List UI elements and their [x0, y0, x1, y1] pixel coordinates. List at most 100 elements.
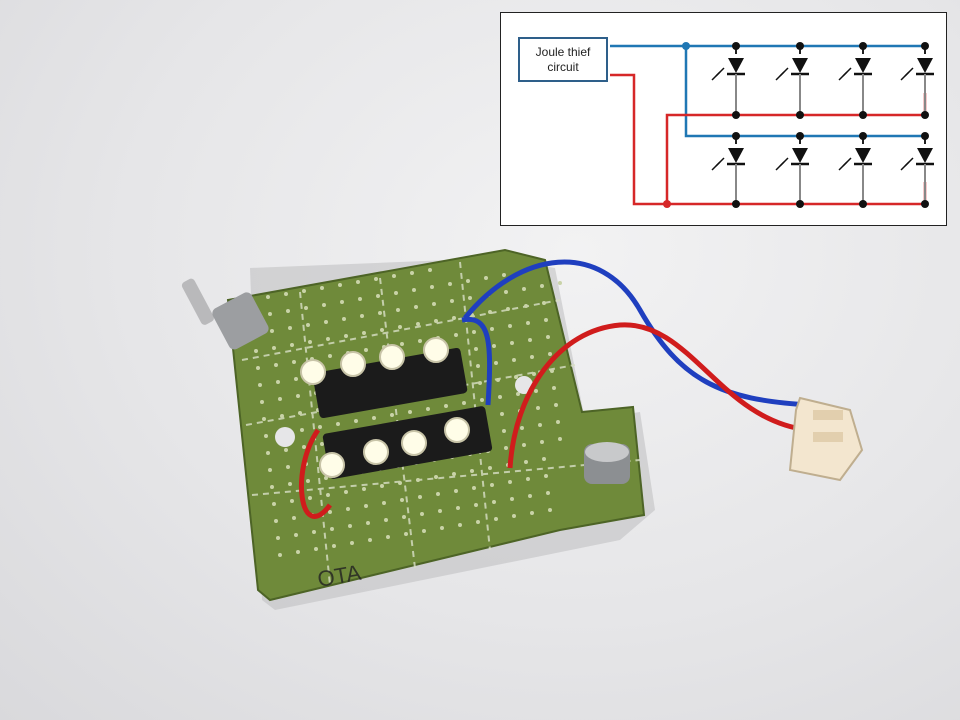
board-hole — [278, 397, 282, 401]
board-hole — [342, 317, 346, 321]
led-row-top — [300, 337, 449, 385]
board-hole — [542, 457, 546, 461]
board-hole — [360, 314, 364, 318]
led-bottom-2-arrow — [775, 161, 785, 171]
board-hole — [452, 472, 456, 476]
board-hole — [434, 475, 438, 479]
board-hole — [284, 448, 288, 452]
board-hole — [400, 342, 404, 346]
board-hole — [494, 517, 498, 521]
board-hole — [492, 500, 496, 504]
board-hole — [530, 355, 534, 359]
board-hole — [276, 536, 280, 540]
board-hole — [540, 440, 544, 444]
board-hole — [472, 330, 476, 334]
board-hole — [280, 414, 284, 418]
board-hole — [344, 334, 348, 338]
board-hole — [558, 437, 562, 441]
board-hole — [526, 477, 530, 481]
board-hole — [366, 521, 370, 525]
board-hole — [396, 308, 400, 312]
board-hole — [474, 347, 478, 351]
board-hole — [498, 395, 502, 399]
board-hole — [404, 532, 408, 536]
board-hole — [384, 518, 388, 522]
board-hole — [528, 338, 532, 342]
board-hole — [306, 479, 310, 483]
board-hole — [472, 486, 476, 490]
node-dot — [921, 111, 929, 119]
node-dot — [796, 42, 804, 50]
board-hole — [266, 295, 270, 299]
board-hole — [480, 398, 484, 402]
blue-jumper — [461, 316, 493, 406]
board-hole — [308, 496, 312, 500]
joule-thief-box: Joule thief circuit — [518, 37, 608, 82]
board-hole — [468, 296, 472, 300]
board-hole — [504, 446, 508, 450]
board-hole — [374, 277, 378, 281]
led-bottom-4-body — [917, 148, 933, 163]
led-bottom-4-arrow — [900, 161, 910, 171]
board-hole — [288, 482, 292, 486]
board-hole — [476, 364, 480, 368]
board-hole — [272, 502, 276, 506]
board-hole — [372, 416, 376, 420]
board-hole — [318, 425, 322, 429]
led-top-2-body — [792, 58, 808, 73]
board-hole — [462, 401, 466, 405]
board-hole — [548, 508, 552, 512]
board-hole — [524, 460, 528, 464]
board-hole — [454, 489, 458, 493]
node-dot — [921, 200, 929, 208]
board-hole — [512, 514, 516, 518]
node-dot — [859, 200, 867, 208]
board-hole — [412, 288, 416, 292]
board-hole — [336, 422, 340, 426]
board-hole — [520, 426, 524, 430]
junction-dot — [663, 200, 671, 208]
board-hole — [522, 287, 526, 291]
board-hole — [492, 344, 496, 348]
board-hole — [474, 503, 478, 507]
board-hole — [378, 311, 382, 315]
metal-standoff-left — [181, 278, 269, 350]
led-bottom-3-arrow — [838, 161, 848, 171]
board-hole — [416, 478, 420, 482]
board-hole — [268, 468, 272, 472]
board-hole — [262, 417, 266, 421]
board-hole — [338, 283, 342, 287]
jt-label-line2: circuit — [547, 59, 579, 74]
wire-connector — [788, 396, 864, 482]
board-hole — [294, 533, 298, 537]
board-hole — [364, 504, 368, 508]
board-hole — [376, 294, 380, 298]
board-hole — [300, 428, 304, 432]
board-hole — [540, 284, 544, 288]
board-hole — [274, 519, 278, 523]
board-hole — [494, 361, 498, 365]
board-hole — [326, 337, 330, 341]
board-hole — [320, 442, 324, 446]
board-hole — [394, 291, 398, 295]
board-hole — [546, 335, 550, 339]
board-hole — [470, 469, 474, 473]
board-hole — [516, 392, 520, 396]
board-hole — [440, 526, 444, 530]
node-dot — [921, 132, 929, 140]
led-bottom-1-body — [728, 148, 744, 163]
led-top-4-arrow — [900, 71, 910, 81]
node-dot — [732, 42, 740, 50]
board-hole — [454, 333, 458, 337]
board-hole — [532, 372, 536, 376]
board-hole — [414, 305, 418, 309]
board-hole — [292, 360, 296, 364]
board-hole — [508, 324, 512, 328]
board-hole — [258, 383, 262, 387]
board-hole — [364, 348, 368, 352]
board-hole — [400, 498, 404, 502]
board-hole — [286, 309, 290, 313]
board-hole — [296, 550, 300, 554]
board-hole — [430, 285, 434, 289]
board-hole — [398, 325, 402, 329]
